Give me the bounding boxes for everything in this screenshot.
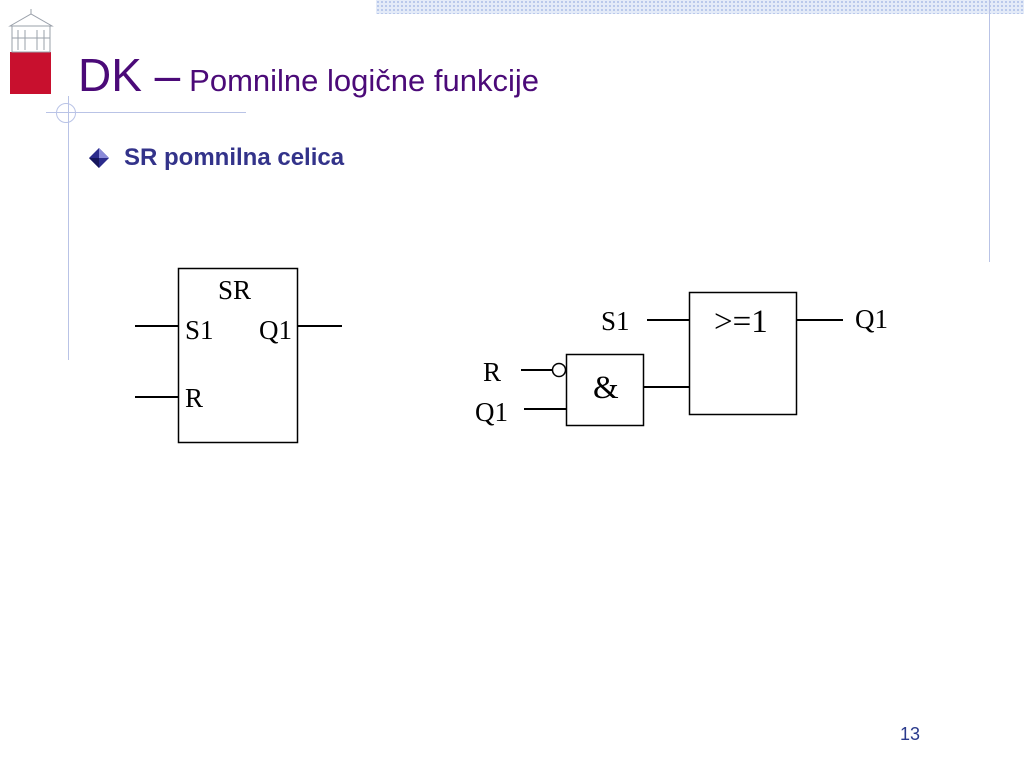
university-building-icon [8,9,54,53]
diamond-bullet-icon [89,148,109,168]
or-input-s1-label: S1 [601,306,630,336]
and-input-r-label: R [483,357,501,387]
sr-block-box [177,267,299,444]
bullet-item: SR pomnilna celica [88,144,344,172]
sr-block-symbol: SR S1 R Q1 [135,267,342,444]
left-guide-line [68,96,69,360]
page-number: 13 [900,724,921,744]
slide-title-sub: Pomnilne logične funkcije [189,63,539,98]
right-guide-line [989,0,990,262]
negation-bubble-icon [551,362,567,378]
sr-type-label: SR [218,275,251,305]
crosshair-ornament [56,103,76,123]
university-logo-block [10,52,51,94]
and-gate-label: & [593,370,619,406]
or-output-q1-label: Q1 [855,304,888,334]
slide-title-main: DK – [78,49,181,101]
sr-output-q1-label: Q1 [259,315,292,345]
and-gate-box [565,353,645,427]
and-input-q1-label: Q1 [475,397,508,427]
bullet-text: SR pomnilna celica [124,144,345,171]
sr-input-r-label: R [185,383,203,413]
sr-gate-circuit: >=1 & S1 Q1 R Q1 [475,291,888,427]
slide-title: DK – Pomnilne logične funkcije [78,48,539,102]
title-underline [46,112,246,113]
header-decoration-strip [376,0,1024,14]
or-gate-label: >=1 [714,304,768,340]
sr-input-s1-label: S1 [185,315,214,345]
or-gate-box [688,291,798,416]
